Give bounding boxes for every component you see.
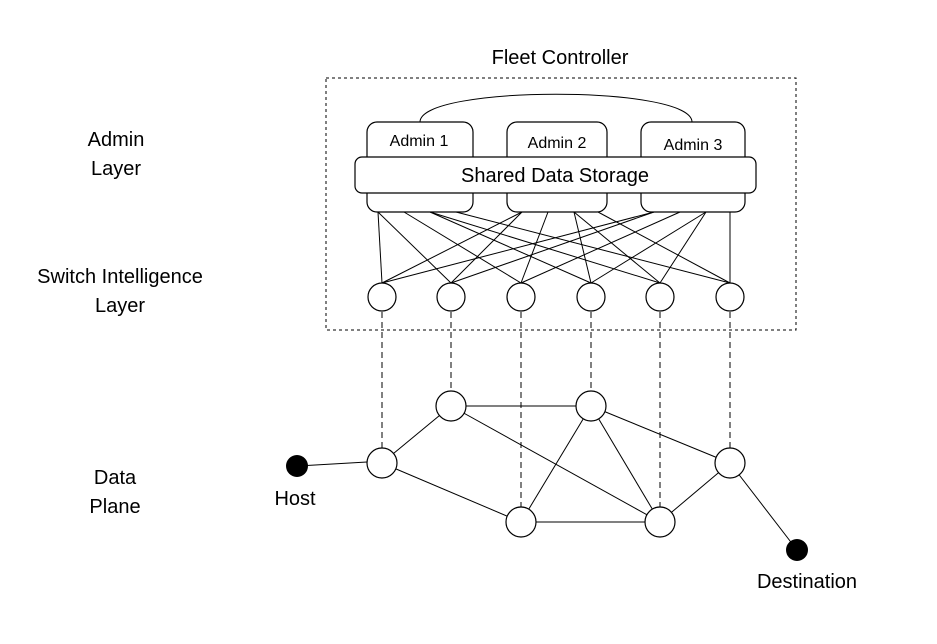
switch-layer-label-line1: Switch Intelligence [37,266,203,288]
admin-2-to-switch-5-link [573,211,661,284]
switch-node-5 [645,282,675,312]
data-plane-links [297,405,798,551]
switch-node-1 [367,282,397,312]
admin-2-to-switch-6-link [597,211,731,284]
admin-1-to-switch-2-link [377,211,452,284]
data-plane-label-line2: Plane [89,496,140,518]
destination-label: Destination [757,571,857,593]
data-node-2 [435,390,467,422]
admin-1-to-switch-5-link [429,211,661,284]
admin-1-to-switch-4-link [429,211,592,284]
data-plane-label-line1: Data [94,467,137,489]
data-node-1 [366,447,398,479]
shared-data-storage-label: Shared Data Storage [461,165,649,187]
link-d4-d6 [590,405,731,464]
switch-intelligence-nodes [367,282,745,312]
data-plane-nodes [366,390,746,538]
host-label: Host [274,488,316,510]
link-d4-d5 [590,405,661,523]
admin-layer-label-line2: Layer [91,158,141,180]
admin-1-label: Admin 1 [390,133,449,150]
shared-data-storage-bar [354,156,757,194]
admin-1-to-switch-6-link [455,211,731,284]
mapping-lines [381,312,731,507]
fleet-controller-title: Fleet Controller [492,47,629,69]
admin-3-to-switch-3-link [520,211,681,284]
link-d1-d3 [381,462,522,523]
fleet-controller-boundary [325,77,797,331]
admin-3-to-switch-1-link [381,211,655,284]
admin-switch-links [377,211,731,284]
switch-node-4 [576,282,606,312]
link-d4-d3 [520,405,592,523]
data-node-4 [575,390,607,422]
host-endpoint [286,455,308,477]
admin-2-to-switch-3-link [520,211,549,284]
destination-endpoint [786,539,808,561]
admin-3-to-switch-4-link [590,211,707,284]
admin-1-to-switch-3-link [403,211,522,284]
admin-layer-label-line1: Admin [88,129,145,151]
admin-3-label: Admin 3 [664,137,723,154]
admin-sync-arc [419,93,693,123]
switch-node-6 [715,282,745,312]
switch-node-3 [506,282,536,312]
switch-layer-label-line2: Layer [95,295,145,317]
admin-3-to-switch-5-link [659,211,707,284]
link-host-d1 [297,461,368,467]
admin-2-to-switch-1-link [381,211,523,284]
admin-2-to-switch-2-link [450,211,523,284]
data-node-3 [505,506,537,538]
admin-1-to-switch-1-link [377,211,383,284]
admin-3-to-switch-2-link [450,211,655,284]
data-node-5 [644,506,676,538]
admin-2-to-switch-4-link [573,211,592,284]
link-d6-destination [729,462,798,551]
data-node-6 [714,447,746,479]
switch-node-2 [436,282,466,312]
admin-2-label: Admin 2 [528,135,587,152]
